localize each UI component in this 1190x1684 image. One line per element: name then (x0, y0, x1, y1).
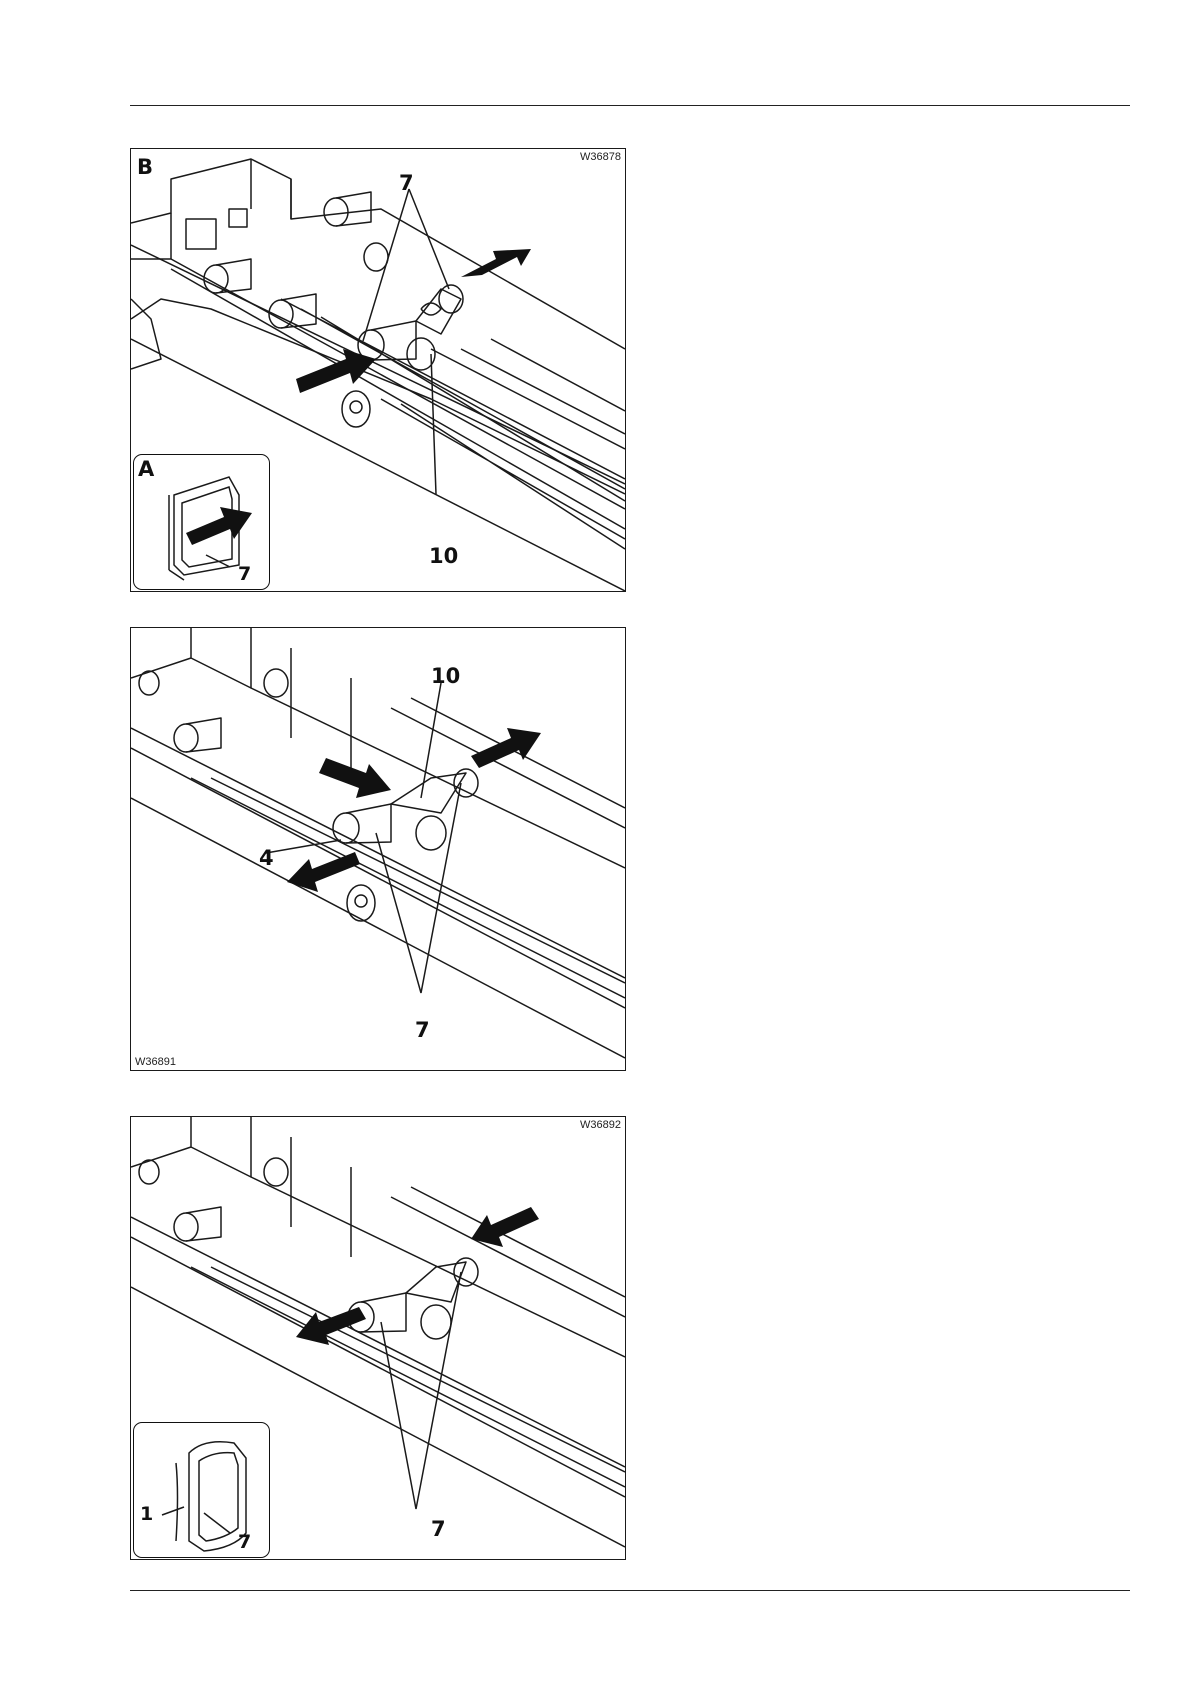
header-rule (130, 105, 1130, 106)
callout-7: 7 (415, 1018, 430, 1042)
footer-rule (130, 1590, 1130, 1591)
detail-inset: 1 7 (133, 1422, 270, 1558)
inset-callout-1: 1 (140, 1503, 153, 1525)
figure-w36891: W36891 10 4 7 (130, 627, 626, 1071)
figure-w36892: W36892 7 1 7 (130, 1116, 626, 1560)
figure-w36891-drawing (131, 628, 625, 1070)
figure-code: W36892 (580, 1119, 621, 1131)
callout-10: 10 (431, 664, 460, 688)
inset-callout-7: 7 (238, 1531, 251, 1553)
callout-10: 10 (429, 544, 458, 568)
view-label: B (137, 155, 153, 179)
figure-code: W36891 (135, 1056, 176, 1068)
figure-code: W36878 (580, 151, 621, 163)
callout-7: 7 (399, 171, 414, 195)
callout-7: 7 (431, 1517, 446, 1541)
callout-4: 4 (259, 846, 274, 870)
inset-callout-7: 7 (238, 563, 251, 585)
inset-label: A (138, 457, 154, 481)
figure-w36878: W36878 B 7 10 A 7 (130, 148, 626, 592)
detail-inset-a: A 7 (133, 454, 270, 590)
